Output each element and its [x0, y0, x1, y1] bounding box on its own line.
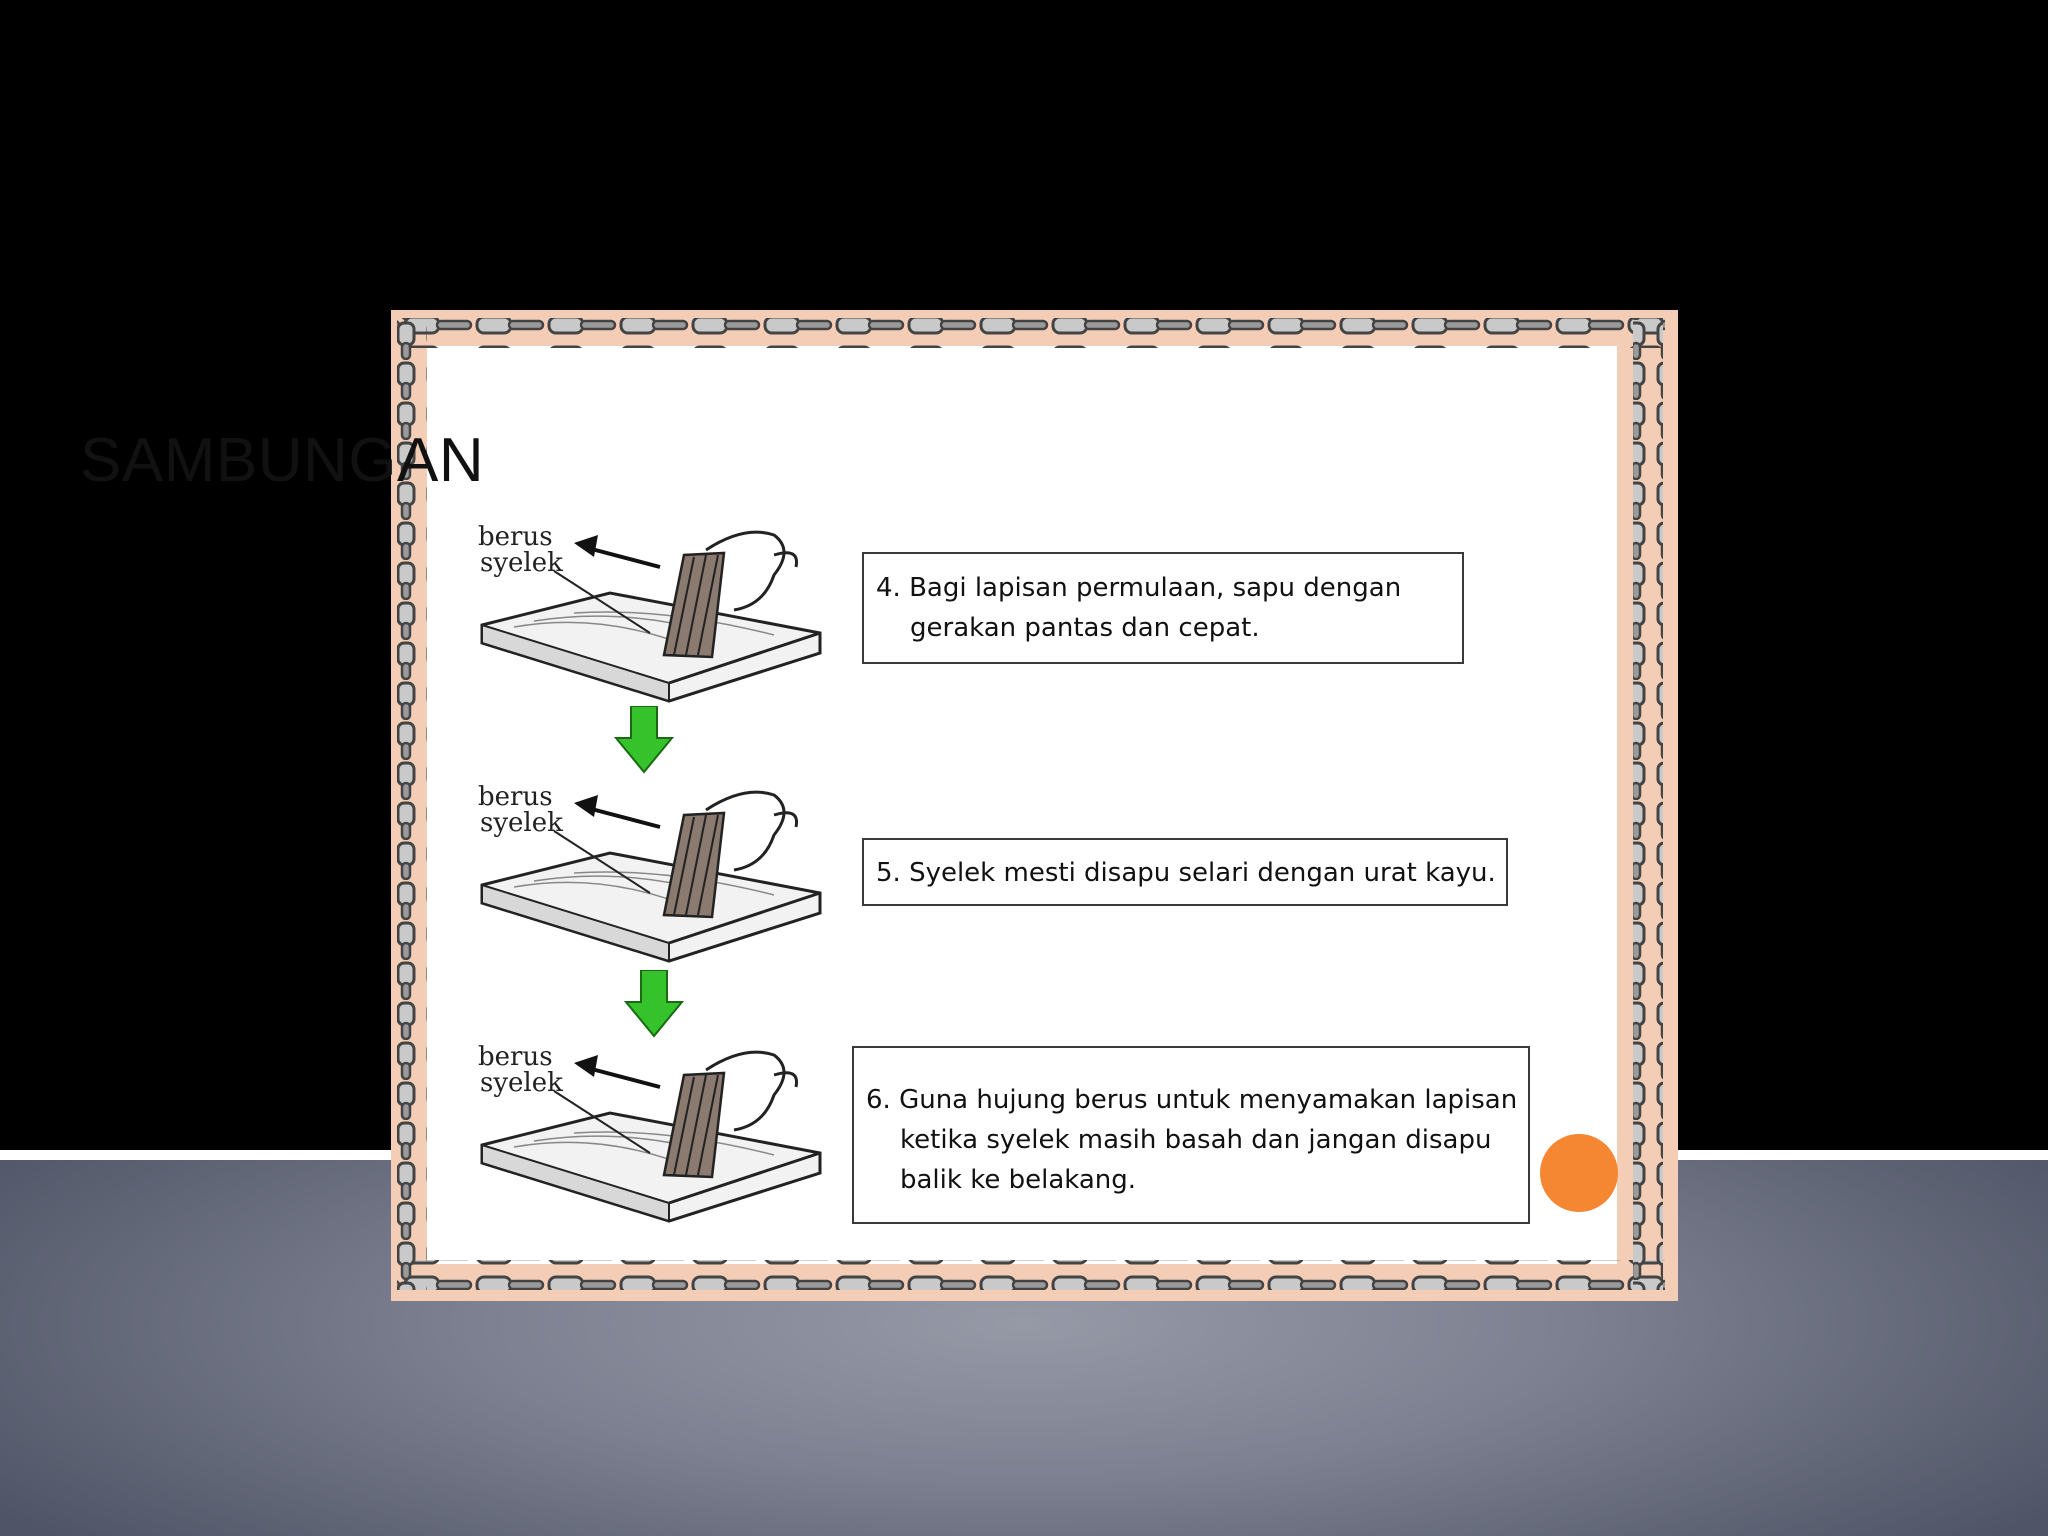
shellac-brush [662, 790, 799, 919]
illus-label-2: syelek [480, 1068, 563, 1098]
illus-label-1: berus [478, 782, 553, 812]
step-6-text: 6. Guna hujung berus untuk menyamakan la… [866, 1085, 1518, 1195]
direction-arrow-icon [553, 795, 661, 894]
direction-arrow-icon [553, 535, 661, 634]
brush-on-wood-icon: berus syelek [478, 782, 822, 963]
slide-title: SAMBUNGAN [80, 426, 485, 495]
wood-board [480, 851, 822, 963]
direction-arrow-icon [553, 1055, 661, 1154]
brush-on-wood-icon: berus syelek [478, 1042, 822, 1223]
arrow-down-icon [614, 706, 674, 774]
step-5-text: 5. Syelek mesti disapu selari dengan ura… [876, 858, 1496, 888]
shellac-brush [662, 530, 799, 659]
step-4-box: 4. Bagi lapisan permulaan, sapu dengan g… [862, 552, 1464, 664]
step-4-text: 4. Bagi lapisan permulaan, sapu dengan g… [876, 573, 1402, 643]
step-6-box: 6. Guna hujung berus untuk menyamakan la… [852, 1046, 1530, 1224]
brush-on-wood-icon: berus syelek [478, 522, 822, 703]
illus-label-2: syelek [480, 548, 563, 578]
step-5-box: 5. Syelek mesti disapu selari dengan ura… [862, 838, 1508, 906]
shellac-brush [662, 1050, 799, 1179]
illus-label-1: berus [478, 522, 553, 552]
wood-board [480, 591, 822, 703]
illus-label-2: syelek [480, 808, 563, 838]
illus-label-1: berus [478, 1042, 553, 1072]
circle-icon [1540, 1134, 1618, 1212]
wood-board [480, 1111, 822, 1223]
chain-border-icon [397, 318, 1665, 1290]
arrow-down-icon [624, 970, 684, 1038]
